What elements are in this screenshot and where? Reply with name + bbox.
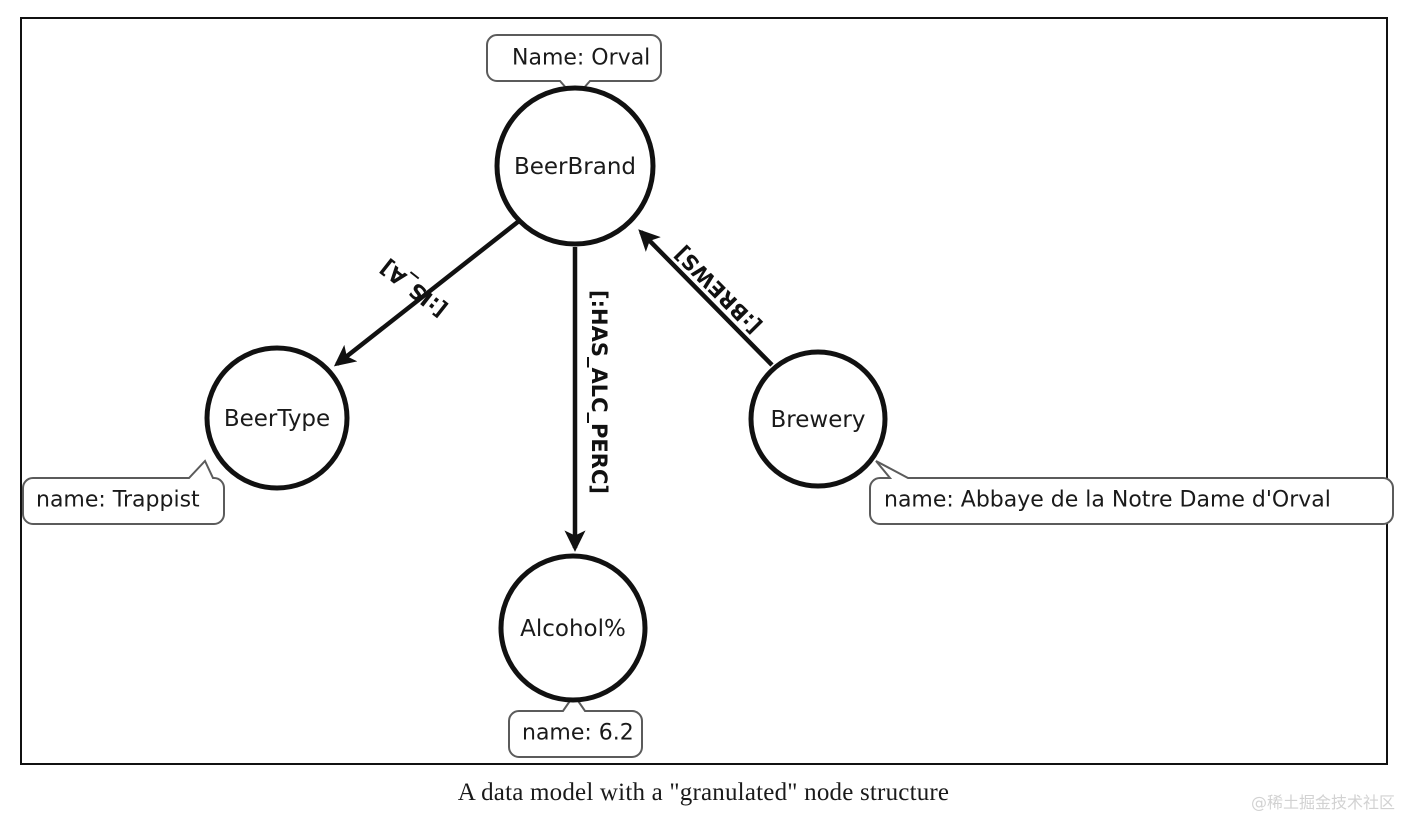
node-alcohol[interactable]: Alcohol% — [498, 553, 648, 703]
property-brewery-name[interactable]: name: Abbaye de la Notre Dame d'Orval — [869, 460, 1394, 525]
node-beerbrand[interactable]: BeerBrand — [494, 85, 656, 247]
property-text-beerbrand: Name: Orval — [512, 46, 650, 71]
edge-has-alc-perc[interactable]: [:HAS_ALC_PERC] — [564, 247, 611, 552]
edge-brews[interactable]: [:BREWS] — [638, 229, 774, 367]
node-label-beerbrand: BeerBrand — [514, 154, 636, 180]
property-alcohol-name[interactable]: name: 6.2 — [508, 693, 643, 758]
node-label-alcohol: Alcohol% — [520, 616, 626, 642]
edge-label-is-a: [:IS_A] — [376, 255, 452, 322]
property-beerbrand-name[interactable]: Name: Orval — [486, 34, 662, 100]
property-text-alcohol: name: 6.2 — [522, 721, 634, 746]
watermark: @稀土掘金技术社区 — [1250, 793, 1395, 812]
node-label-brewery: Brewery — [771, 407, 866, 433]
edge-label-has-alc-perc: [:HAS_ALC_PERC] — [587, 290, 611, 494]
node-beertype[interactable]: BeerType — [204, 345, 350, 491]
edge-is-a[interactable]: [:IS_A] — [333, 219, 521, 367]
figure-caption: A data model with a "granulated" node st… — [457, 779, 950, 806]
property-text-beertype: name: Trappist — [36, 488, 200, 513]
node-label-beertype: BeerType — [224, 406, 330, 432]
node-brewery[interactable]: Brewery — [748, 349, 888, 489]
edge-label-brews: [:BREWS] — [670, 241, 766, 338]
property-beertype-name[interactable]: name: Trappist — [22, 459, 225, 525]
property-text-brewery: name: Abbaye de la Notre Dame d'Orval — [884, 488, 1331, 513]
